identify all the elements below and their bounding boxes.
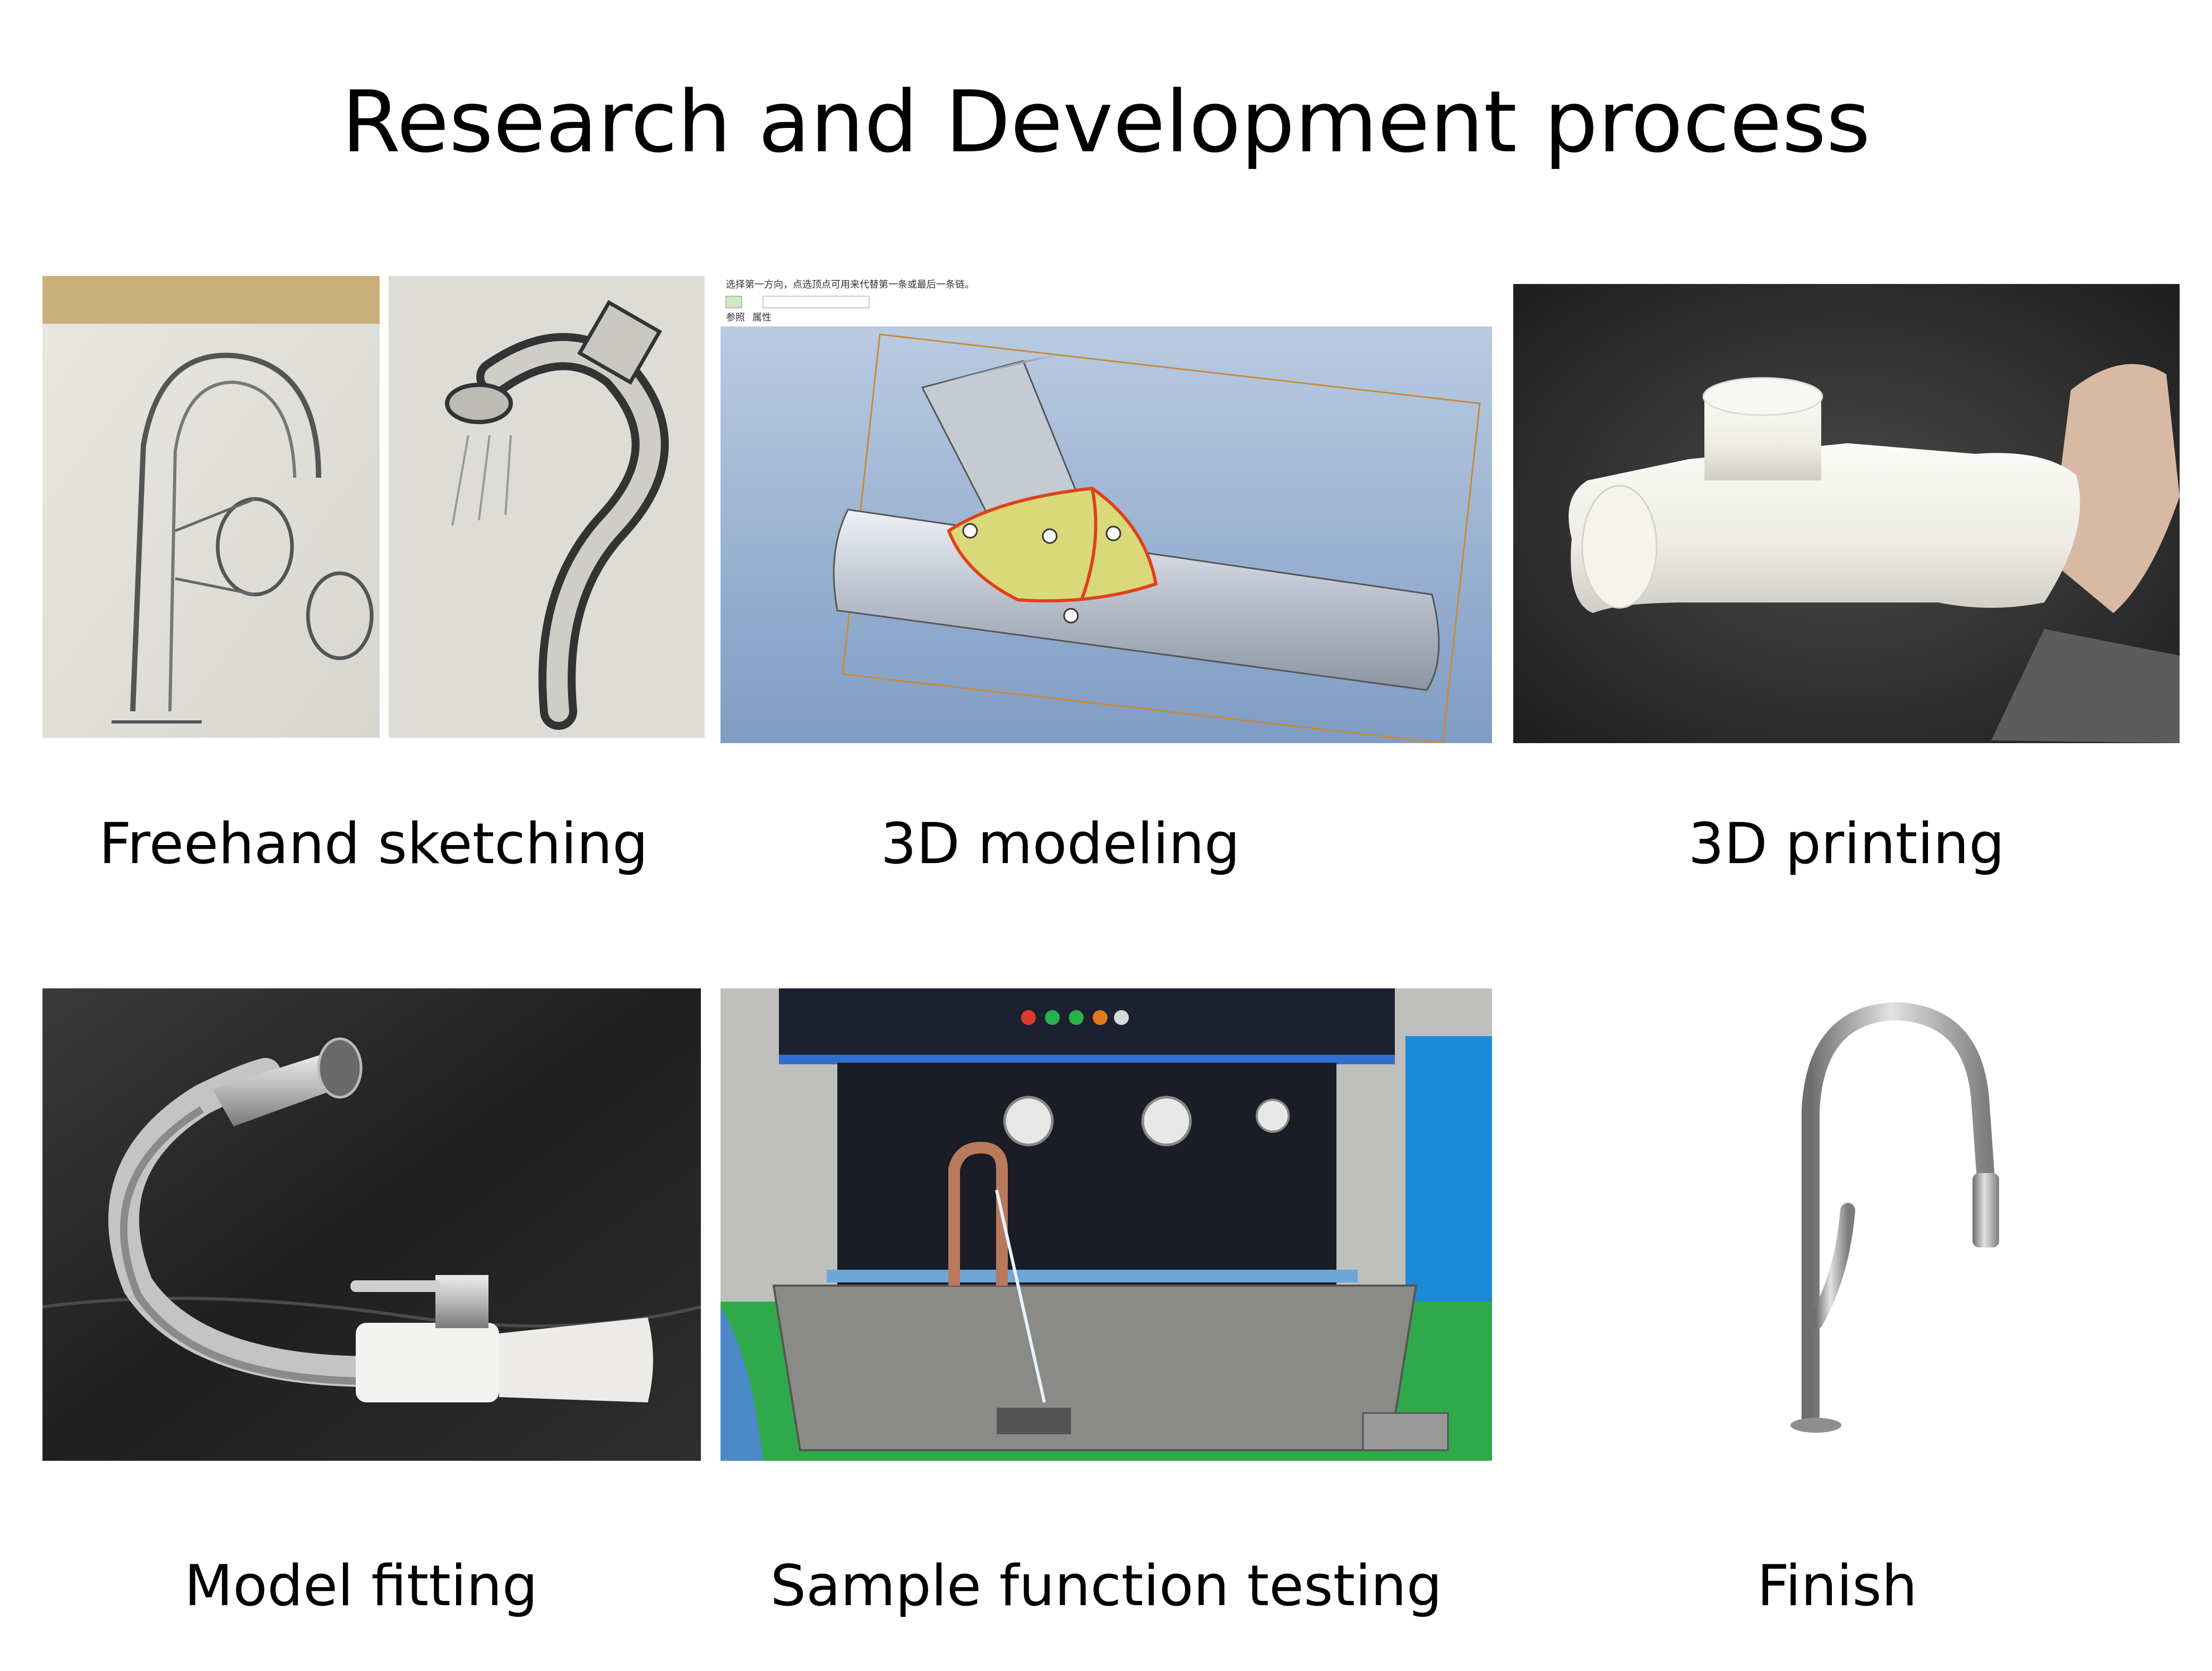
3d-printed-part-photo: [1513, 284, 2180, 743]
svg-text:属性: 属性: [752, 312, 771, 323]
caption-freehand-sketching: Freehand sketching: [99, 811, 648, 876]
sketch-photo-left: [42, 276, 380, 738]
caption-model-fitting: Model fitting: [184, 1553, 538, 1618]
sketch-photo-right: [389, 276, 705, 738]
caption-3d-modeling: 3D modeling: [880, 811, 1240, 876]
caption-sample-function-testing: Sample function testing: [770, 1553, 1443, 1618]
finished-faucet-photo: [1768, 998, 2034, 1444]
cad-modeling-screenshot: 选择第一方向，点选顶点可用来代替第一条或最后一条链。 参照 属性: [721, 276, 1492, 743]
svg-text:参照: 参照: [726, 312, 745, 323]
svg-text:选择第一方向，点选顶点可用来代替第一条或最后一条链。: 选择第一方向，点选顶点可用来代替第一条或最后一条链。: [726, 279, 974, 290]
page-title: Research and Development process: [341, 72, 1871, 171]
function-testing-photo: [721, 988, 1492, 1461]
caption-finish: Finish: [1757, 1553, 1917, 1618]
model-fitting-photo: [42, 988, 701, 1461]
caption-3d-printing: 3D printing: [1688, 811, 2005, 876]
